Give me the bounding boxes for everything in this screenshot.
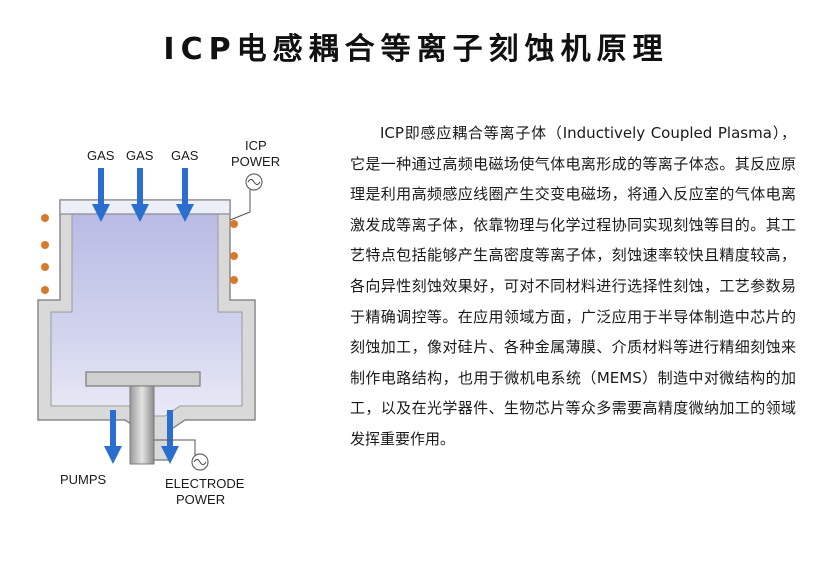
- electrode-power-wire: [154, 439, 196, 460]
- gas-arrow-1: [92, 168, 110, 222]
- description-body: ICP即感应耦合等离子体（Inductively Coupled Plasma）…: [350, 124, 796, 448]
- electrode-shaft: [129, 385, 155, 465]
- coil-left-1: [41, 214, 49, 222]
- gas-label-3: GAS: [171, 148, 199, 163]
- icp-power-label-line2: POWER: [231, 154, 280, 169]
- description-text: ICP即感应耦合等离子体（Inductively Coupled Plasma）…: [350, 118, 796, 455]
- gas-label-2: GAS: [126, 148, 154, 163]
- electrode-power-label-line1: ELECTRODE: [165, 476, 245, 491]
- electrode-power-label-line2: POWER: [176, 492, 225, 507]
- pump-arrow-2: [161, 410, 179, 464]
- coil-right-1: [230, 220, 238, 228]
- pump-arrow-1: [104, 410, 122, 464]
- page-title: ICP电感耦合等离子刻蚀机原理: [163, 32, 669, 67]
- coil-left-2: [41, 241, 49, 249]
- coil-right-3: [230, 276, 238, 284]
- pumps-label: PUMPS: [60, 472, 107, 487]
- plasma-region: [50, 213, 243, 417]
- coil-right-2: [230, 252, 238, 260]
- gas-arrow-3: [176, 168, 194, 222]
- electrode-platform: [85, 371, 201, 387]
- coil-left-4: [41, 286, 49, 294]
- icp-power-label-line1: ICP: [245, 138, 267, 153]
- coil-left-3: [41, 263, 49, 271]
- gas-label-1: GAS: [87, 148, 115, 163]
- gas-arrow-2: [131, 168, 149, 222]
- icp-power-wire: [229, 184, 251, 221]
- icp-diagram: GAS GAS GAS ICP POWER PUMPS ELECTRODE PO…: [30, 120, 330, 520]
